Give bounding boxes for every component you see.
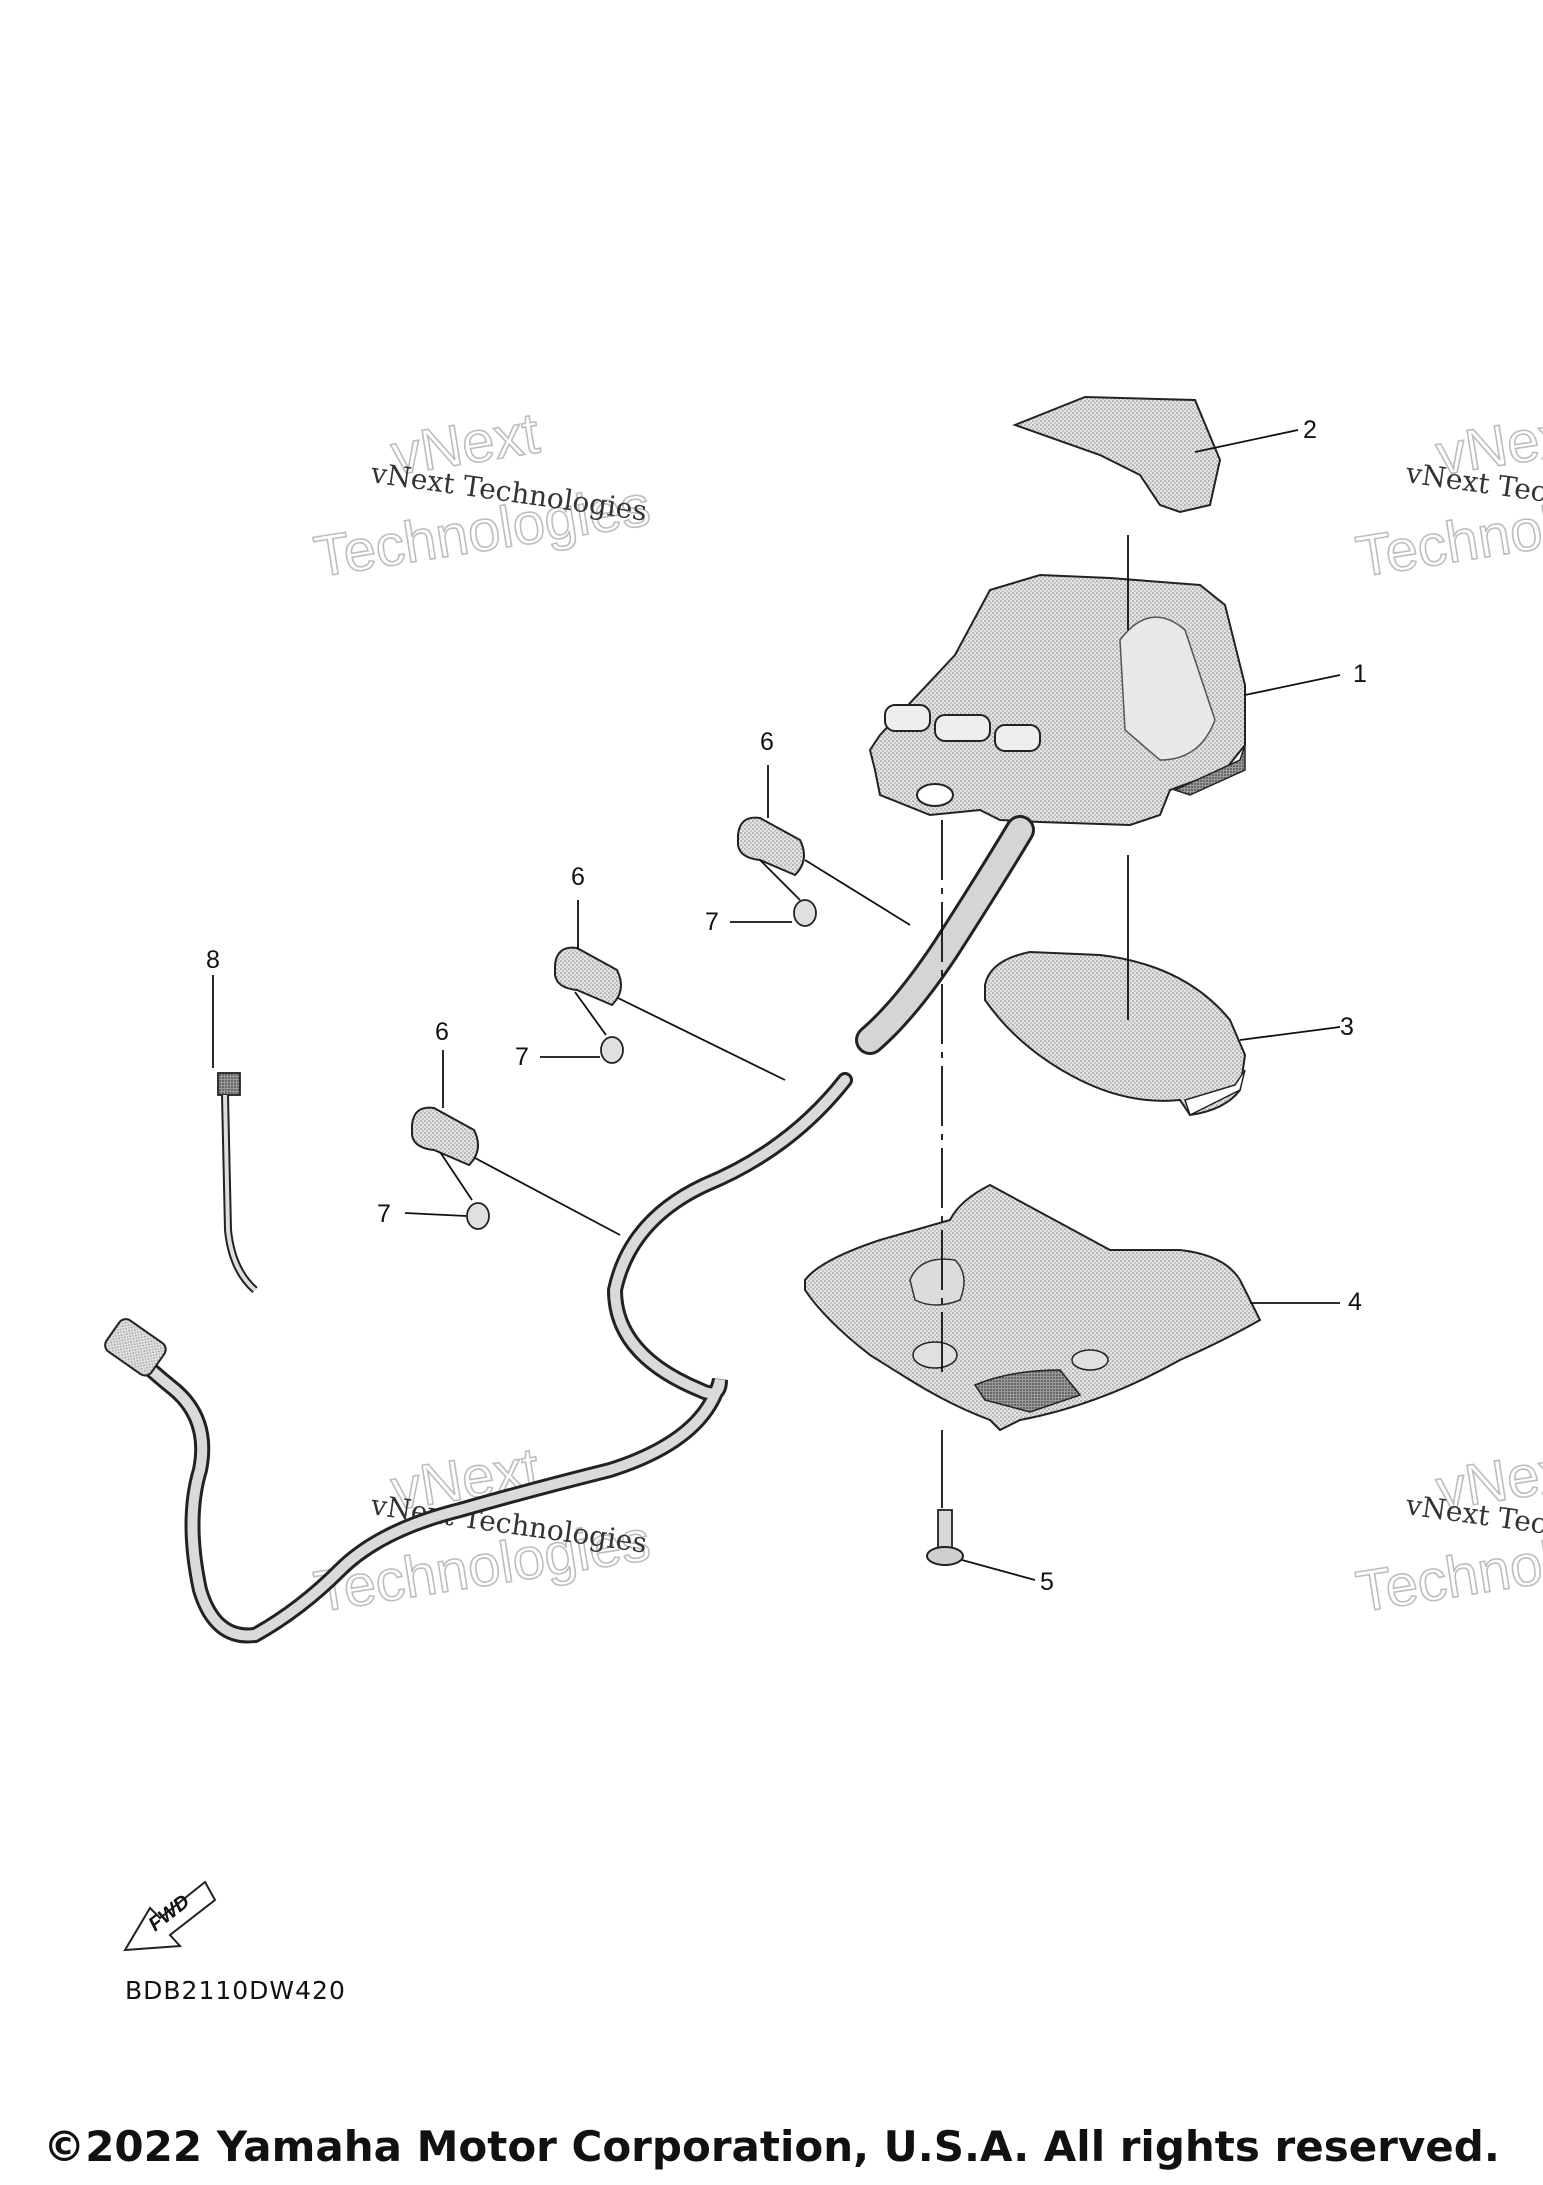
watermark-top-right: vNext Technologies vNext Technologies [1351, 400, 1543, 591]
callout-5: 5 [1040, 1568, 1054, 1596]
watermark-bottom-right: vNext Technologies vNext Technologies [1351, 1435, 1543, 1626]
callout-6-middle: 6 [571, 863, 585, 891]
callout-7-upper: 7 [705, 908, 719, 936]
callout-7-lower: 7 [377, 1200, 391, 1228]
callout-4: 4 [1348, 1288, 1362, 1316]
callout-8: 8 [206, 946, 220, 974]
clamp-6-middle [554, 946, 624, 1064]
part-8-cable-tie [217, 1072, 258, 1294]
part-4-tray [804, 1183, 1262, 1432]
leader-lines [212, 429, 1341, 1581]
callout-1: 1 [1353, 660, 1367, 688]
fwd-arrow-icon: FWD [123, 1880, 217, 1952]
callouts: 2 1 3 4 5 6 6 6 7 7 7 8 [206, 416, 1367, 1596]
watermark-top-left: vNext Technologies vNext Technologies [309, 400, 655, 591]
part-2-panel [1012, 395, 1222, 514]
callout-2: 2 [1303, 416, 1317, 444]
part-5-screw [926, 1509, 964, 1566]
callout-6-lower: 6 [435, 1018, 449, 1046]
part-3-cover [984, 950, 1247, 1117]
callout-6-upper: 6 [760, 728, 774, 756]
callout-3: 3 [1340, 1013, 1354, 1041]
copyright-notice: ©2022 Yamaha Motor Corporation, U.S.A. A… [43, 2122, 1500, 2171]
hose-upper [855, 815, 1035, 1055]
figure-code: BDB2110DW420 [125, 1976, 346, 2005]
clamp-6-upper [737, 816, 817, 927]
part-1-housing [868, 573, 1246, 827]
callout-7-middle: 7 [515, 1043, 529, 1071]
wire-harness [104, 1072, 853, 1644]
clamp-6-lower [411, 1106, 490, 1230]
